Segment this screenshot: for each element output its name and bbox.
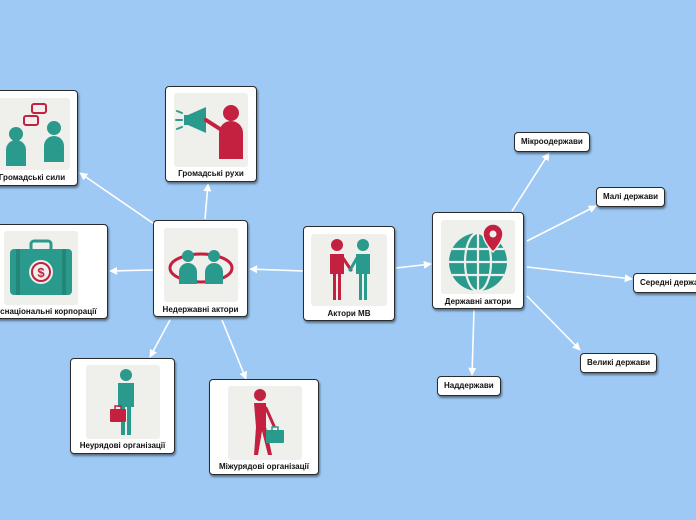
connector-non-state-to-civil-forces xyxy=(79,172,161,229)
node-state-actors[interactable]: Державні актори xyxy=(432,212,524,309)
connector-state-to-micro xyxy=(511,152,550,212)
node-intergovernmental-orgs-label: Міжурядові організації xyxy=(219,462,309,471)
connector-non-state-to-ngos xyxy=(149,319,171,358)
node-civil-movements-label: Громадські рухи xyxy=(178,169,244,178)
node-civil-forces[interactable]: Громадські сили xyxy=(0,90,78,186)
node-large-states[interactable]: Великі держави xyxy=(580,353,658,373)
node-transnational-corporations[interactable]: $ Транснаціональні корпорації xyxy=(0,224,108,319)
connector-state-to-small xyxy=(526,205,597,242)
connector-state-to-medium xyxy=(526,266,633,283)
person-briefcase-icon xyxy=(86,365,160,439)
dialogue-icon xyxy=(0,98,70,170)
node-civil-movements[interactable]: Громадські рухи xyxy=(165,86,257,182)
node-non-state-actors-label: Недержавні актори xyxy=(162,305,239,314)
connector-central-to-state xyxy=(395,260,432,269)
node-superstates[interactable]: Наддержави xyxy=(437,376,501,396)
node-non-state-actors[interactable]: Недержавні актори xyxy=(153,220,248,317)
megaphone-icon xyxy=(174,93,248,167)
node-medium-states[interactable]: Середні держави xyxy=(633,273,696,293)
suitcase-dollar-icon: $ xyxy=(4,231,78,305)
connector-non-state-to-civil-movements xyxy=(203,183,212,220)
node-microstates[interactable]: Мікроодержави xyxy=(514,132,590,152)
connector-state-to-large xyxy=(526,295,581,351)
globe-location-icon xyxy=(441,220,515,294)
node-central[interactable]: Актори МВ xyxy=(303,226,395,321)
node-transnational-corporations-label: Транснаціональні корпорації xyxy=(0,307,97,316)
node-small-states[interactable]: Малі держави xyxy=(596,187,666,207)
connector-non-state-to-igos xyxy=(221,319,247,380)
node-intergovernmental-orgs[interactable]: Міжурядові організації xyxy=(209,379,319,475)
node-ngos[interactable]: Неурядові організації xyxy=(70,358,175,454)
person-walking-briefcase-icon xyxy=(228,386,302,460)
node-civil-forces-label: Громадські сили xyxy=(0,173,66,182)
connector-state-to-super xyxy=(468,309,477,376)
handshake-icon xyxy=(311,234,387,306)
people-ring-icon xyxy=(164,228,238,302)
node-ngos-label: Неурядові організації xyxy=(79,441,166,450)
node-state-actors-label: Державні актори xyxy=(444,297,512,306)
svg-text:$: $ xyxy=(37,265,45,280)
connector-central-to-non-state xyxy=(249,265,304,274)
node-central-label: Актори МВ xyxy=(327,309,371,318)
connector-non-state-to-corporations xyxy=(109,266,154,275)
